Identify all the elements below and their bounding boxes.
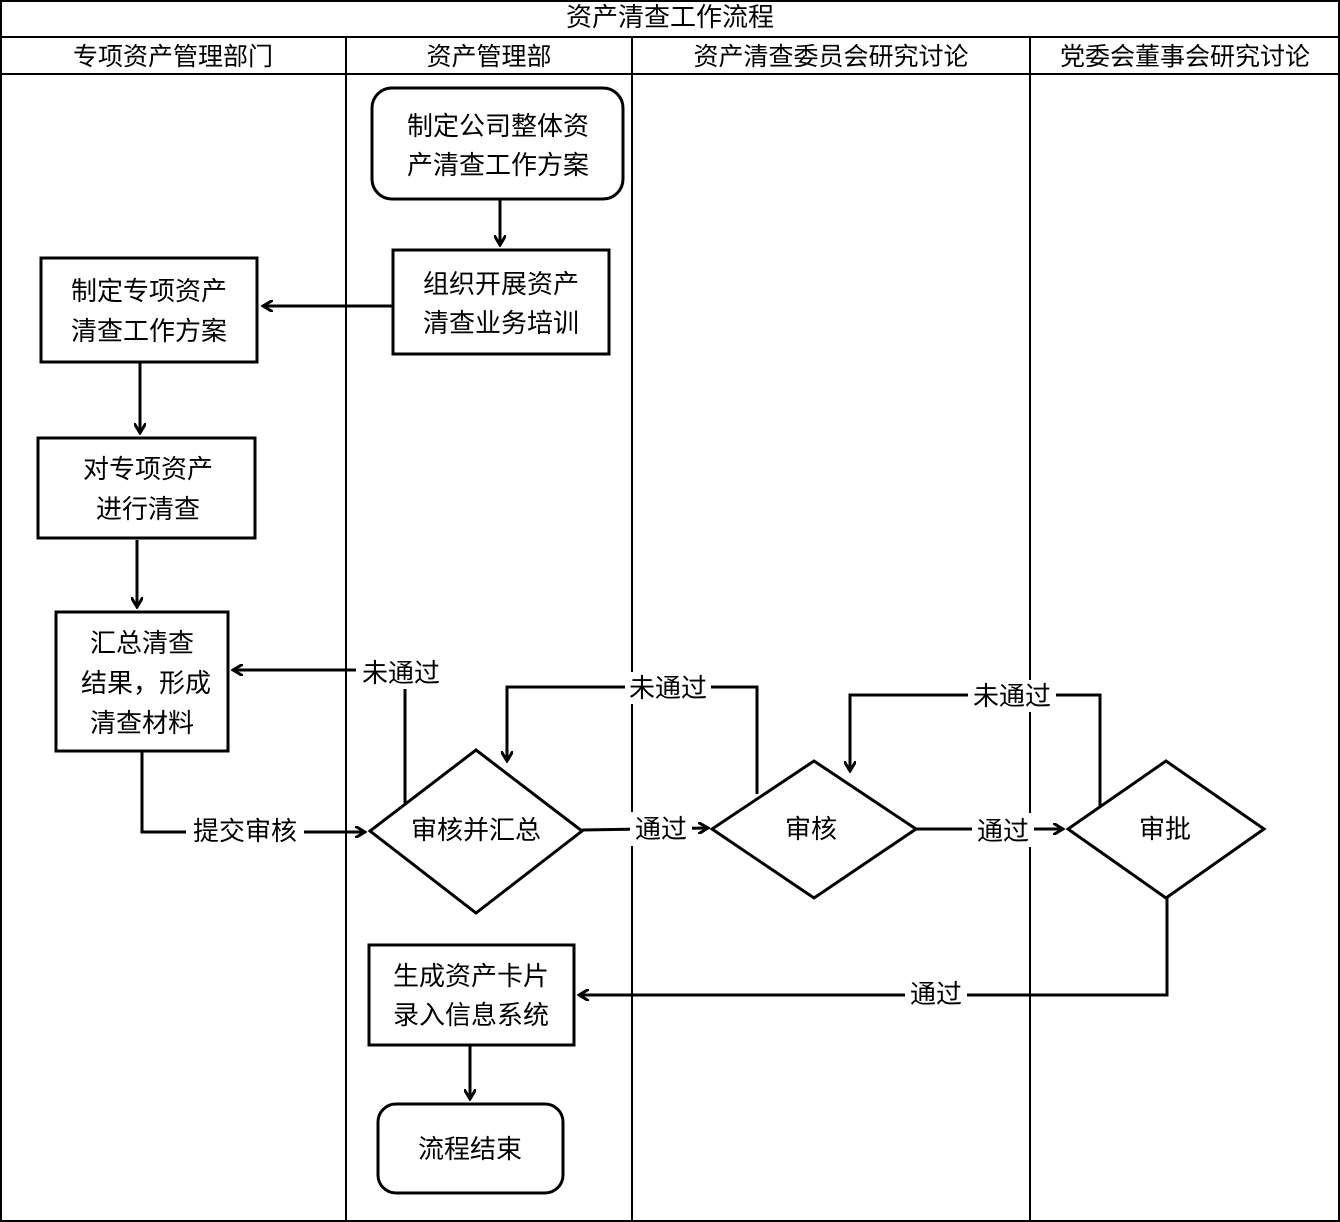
node-summary: 汇总清查 结果，形成 清查材料 [54, 610, 230, 753]
node-inventory-line-1: 对专项资产 [83, 455, 213, 485]
node-special-plan-line-1: 制定专项资产 [71, 277, 227, 307]
node-summary-line-3: 清查材料 [90, 709, 194, 739]
node-end: 流程结束 [376, 1102, 565, 1195]
edge-label-pass-2: 通过 [977, 817, 1029, 847]
node-start-line-1: 制定公司整体资 [407, 112, 589, 142]
node-review-label: 审核 [785, 815, 837, 845]
node-card-line-1: 生成资产卡片 [393, 962, 549, 992]
node-start: 制定公司整体资 产清查工作方案 [370, 86, 625, 201]
node-special-plan: 制定专项资产 清查工作方案 [39, 256, 259, 364]
node-card-line-2: 录入信息系统 [393, 1001, 549, 1031]
node-training-line-2: 清查业务培训 [423, 309, 579, 339]
lane-header-party: 党委会董事会研究讨论 [1060, 42, 1310, 71]
node-special-plan-line-2: 清查工作方案 [71, 317, 227, 347]
node-inventory-line-2: 进行清查 [96, 495, 200, 525]
node-training-line-1: 组织开展资产 [423, 270, 579, 300]
edge-approve-card [579, 897, 1169, 995]
node-review-summary-label: 审核并汇总 [411, 816, 541, 846]
edge-label-reject-3: 未通过 [973, 682, 1051, 712]
node-card: 生成资产卡片 录入信息系统 [367, 943, 576, 1047]
edge-label-submit: 提交审核 [193, 817, 297, 847]
node-approve-label: 审批 [1139, 815, 1191, 845]
node-end-label: 流程结束 [418, 1135, 522, 1165]
node-approve: 审批 [1065, 759, 1267, 900]
node-summary-line-2: 结果，形成 [81, 669, 211, 699]
node-training: 组织开展资产 清查业务培训 [391, 248, 611, 356]
lane-header-asset: 资产管理部 [426, 42, 551, 71]
lane-header-committee: 资产清查委员会研究讨论 [693, 42, 968, 71]
page-title: 资产清查工作流程 [566, 3, 774, 33]
node-inventory: 对专项资产 进行清查 [36, 436, 257, 540]
node-review-summary: 审核并汇总 [367, 748, 585, 915]
edge-label-reject-1: 未通过 [362, 659, 440, 689]
node-review: 审核 [709, 759, 919, 900]
node-summary-line-1: 汇总清查 [90, 629, 194, 659]
lane-header-special: 专项资产管理部门 [73, 42, 273, 71]
edge-review-reject [233, 670, 407, 803]
edge-label-reject-2: 未通过 [629, 674, 707, 704]
edge-label-pass-1: 通过 [635, 815, 687, 845]
edge-label-pass-3: 通过 [910, 980, 962, 1010]
node-start-line-2: 产清查工作方案 [407, 151, 589, 181]
